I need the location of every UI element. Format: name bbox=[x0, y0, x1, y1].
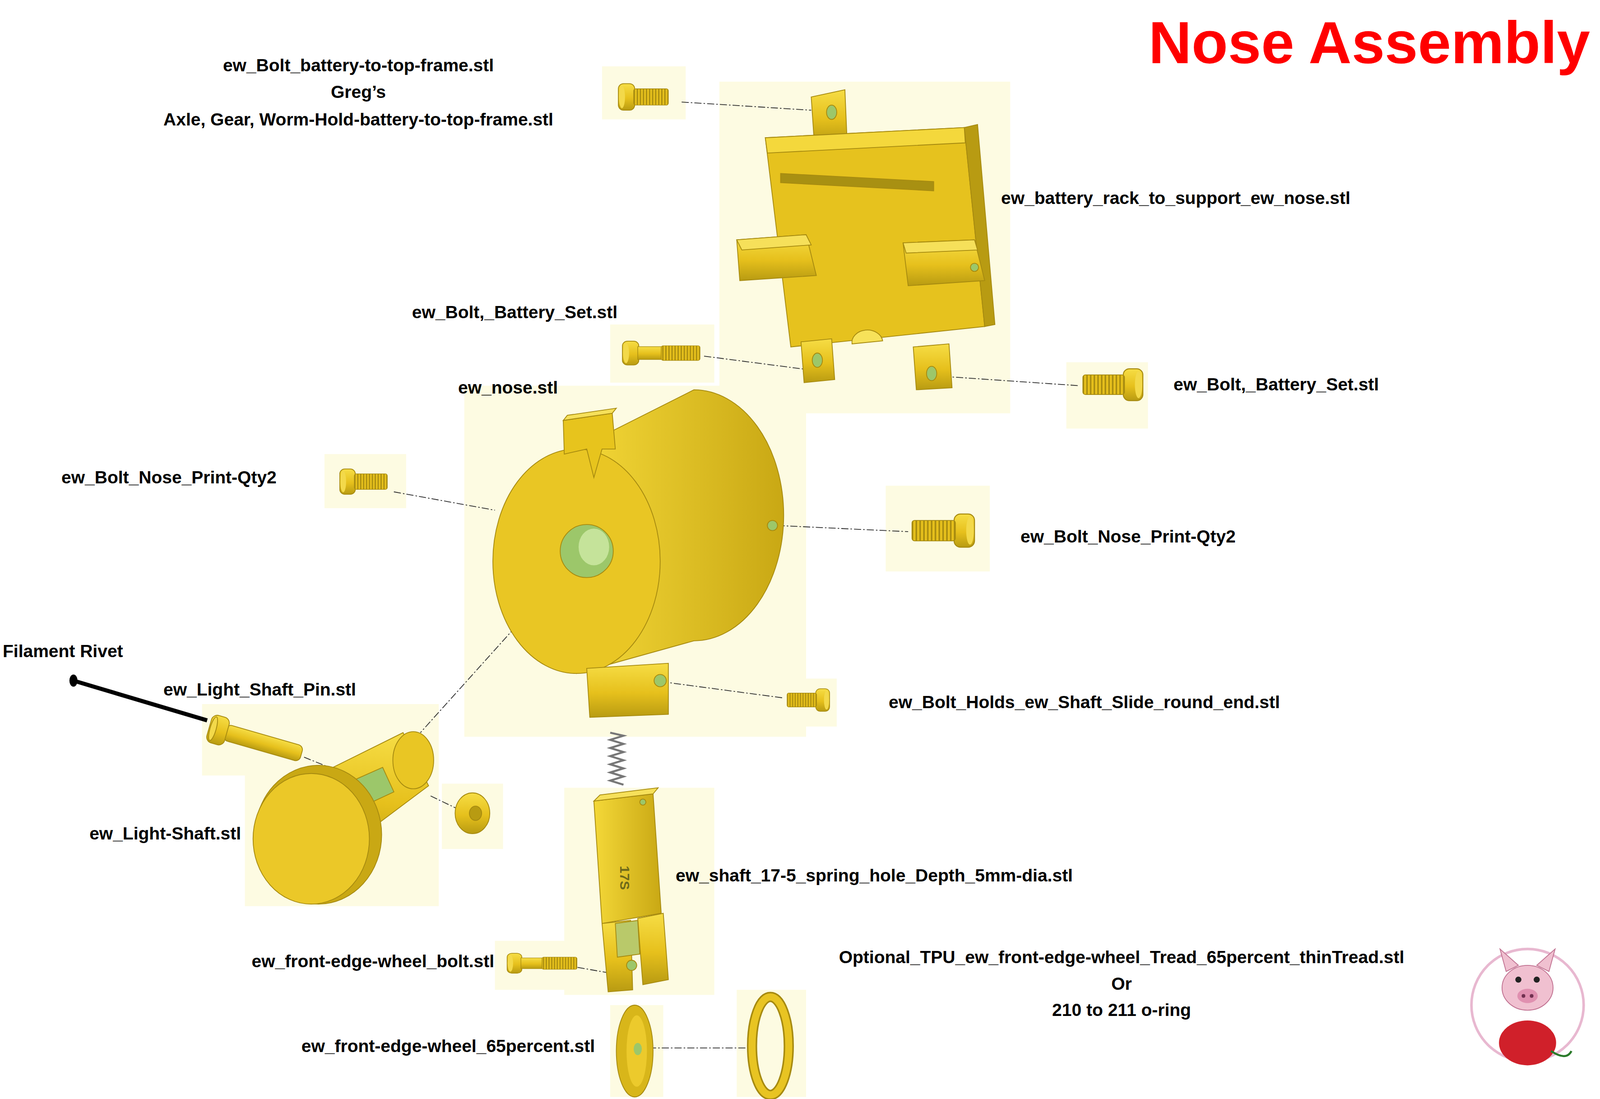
part-name: ew_shaft_17-5_spring_hole_Depth_5mm-dia.… bbox=[675, 865, 1073, 886]
part-name: ew_Bolt_Holds_ew_Shaft_Slide_round_end.s… bbox=[888, 692, 1280, 713]
part-name: ew_Bolt_battery-to-top-frame.stl bbox=[222, 55, 494, 76]
diagram-title: Nose Assembly bbox=[1148, 9, 1591, 76]
part-name: 210 to 211 o-ring bbox=[1052, 1000, 1192, 1021]
part-name: Greg’s bbox=[330, 82, 386, 103]
part-name: Axle, Gear, Worm-Hold-battery-to-top-fra… bbox=[163, 109, 554, 130]
part-name: ew_Bolt,_Battery_Set.stl bbox=[1173, 374, 1379, 395]
note-text: Or bbox=[1111, 973, 1132, 995]
leader-line bbox=[304, 102, 1080, 1049]
battery-rack bbox=[736, 89, 995, 390]
shaft-part bbox=[593, 787, 669, 992]
part-name: ew_Bolt_Nose_Print-Qty2 bbox=[1020, 526, 1236, 548]
part-name: ew_battery_rack_to_support_ew_nose.stl bbox=[1001, 188, 1351, 209]
embossed-mark: 17S bbox=[616, 865, 633, 890]
wheel-part bbox=[616, 1005, 654, 1097]
part-highlight bbox=[202, 66, 1149, 1098]
part-name: ew_Bolt_Nose_Print-Qty2 bbox=[61, 467, 277, 488]
light-shaft bbox=[253, 731, 491, 905]
part-name: ew_front-edge-wheel_65percent.stl bbox=[301, 1036, 595, 1057]
part-name: Filament Rivet bbox=[2, 641, 124, 662]
light-shaft-pin bbox=[205, 714, 306, 768]
part-name: ew_front-edge-wheel_bolt.stl bbox=[251, 951, 495, 972]
part-name: ew_Light_Shaft_Pin.stl bbox=[163, 679, 357, 701]
part-name: Optional_TPU_ew_front-edge-wheel_Tread_6… bbox=[839, 947, 1405, 968]
spring bbox=[610, 732, 624, 785]
tread-part bbox=[751, 997, 789, 1095]
pig-logo bbox=[1471, 949, 1584, 1066]
part-name: ew_Light-Shaft.stl bbox=[89, 823, 242, 845]
part-name: ew_nose.stl bbox=[458, 377, 558, 399]
nose-part bbox=[492, 389, 784, 718]
part-name: ew_Bolt,_Battery_Set.stl bbox=[412, 302, 618, 323]
